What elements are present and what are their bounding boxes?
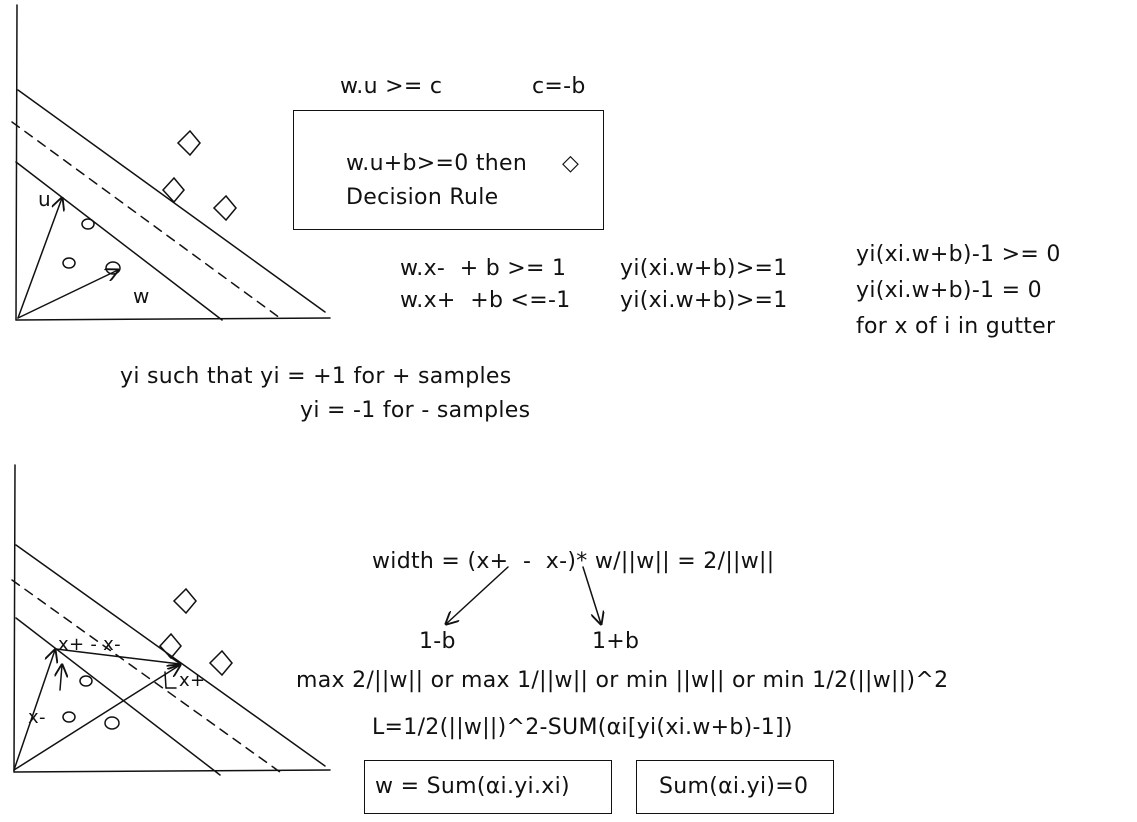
right-eq-3: for x of i in gutter — [856, 314, 1056, 339]
top-margin-line-lower — [15, 161, 223, 321]
bottom-x-axis — [13, 769, 331, 773]
eq-pos: w.x+ +b <=-1 — [400, 288, 571, 313]
bottom-circle-1 — [79, 675, 93, 687]
eq-y2: yi(xi.w+b)>=1 — [620, 288, 788, 313]
bottom-circle-2 — [62, 711, 76, 723]
right-eq-2: yi(xi.w+b)-1 = 0 — [856, 278, 1042, 303]
eq-y1: yi(xi.w+b)>=1 — [620, 256, 788, 281]
eq-neg: w.x- + b >= 1 — [400, 256, 567, 281]
bottom-margin-line-upper — [15, 544, 326, 767]
constraint-right: c=-b — [532, 74, 586, 99]
bottom-vector-x-plus — [13, 665, 180, 771]
bottom-margin-line-lower — [15, 617, 221, 776]
bottom-vector-x-minus — [13, 650, 55, 771]
decision-symbol: ◇ — [562, 151, 580, 176]
one-plus-b: 1+b — [592, 629, 640, 654]
top-diamond-2 — [161, 176, 185, 204]
bottom-diff-label: x+ - x- — [58, 634, 121, 655]
box-alpha-sum: Sum(αi.yi)=0 — [636, 760, 834, 814]
bottom-dashed-hyperplane — [11, 579, 281, 773]
top-diamond-1 — [176, 129, 201, 157]
bottom-diamond-1 — [172, 587, 197, 615]
decision-line-2: Decision Rule — [346, 185, 499, 210]
constraint-left: w.u >= c — [340, 74, 443, 99]
yi-line-2: yi = -1 for - samples — [300, 398, 531, 423]
bottom-y-axis — [13, 464, 16, 773]
max-line: max 2/||w|| or max 1/||w|| or min ||w|| … — [296, 668, 949, 693]
bottom-small-arrow-up — [60, 665, 62, 691]
top-circle-1 — [81, 218, 95, 230]
arrow-to-1-minus-b — [446, 566, 509, 624]
bottom-xplus-label: x+ — [179, 670, 206, 691]
one-minus-b: 1-b — [419, 629, 456, 654]
bottom-xminus-label: x- — [28, 707, 46, 728]
bottom-circle-3 — [104, 716, 120, 730]
top-diamond-3 — [212, 194, 237, 222]
lagrangian: L=1/2(||w||)^2-SUM(αi[yi(xi.w+b)-1]) — [372, 715, 793, 740]
width-equation: width = (x+ - x-)* w/||w|| = 2/||w|| — [372, 549, 775, 574]
bottom-diamond-3 — [208, 649, 233, 677]
decision-line-1: w.u+b>=0 then — [346, 151, 528, 176]
bottom-diamond-2 — [158, 632, 182, 660]
arrow-to-1-plus-b — [582, 566, 601, 624]
top-w-label: w — [133, 284, 150, 308]
top-dashed-hyperplane — [11, 121, 281, 319]
top-vector-w — [17, 270, 118, 319]
right-eq-1: yi(xi.w+b)-1 >= 0 — [856, 242, 1061, 267]
yi-line-1: yi such that yi = +1 for + samples — [120, 364, 512, 389]
bottom-tick-mark — [164, 671, 167, 689]
decision-rule-box: w.u+b>=0 then ◇ Decision Rule — [293, 110, 604, 230]
box-w-sum-text: w = Sum(αi.yi.xi) — [375, 774, 570, 799]
bottom-vector-difference — [55, 648, 180, 664]
box-w-sum: w = Sum(αi.yi.xi) — [364, 760, 612, 814]
top-x-axis — [15, 317, 331, 321]
top-u-label: u — [38, 187, 51, 211]
top-circle-2 — [62, 257, 76, 269]
top-vector-u — [17, 198, 62, 319]
box-alpha-sum-text: Sum(αi.yi)=0 — [659, 774, 809, 799]
top-margin-line-upper — [17, 89, 326, 313]
